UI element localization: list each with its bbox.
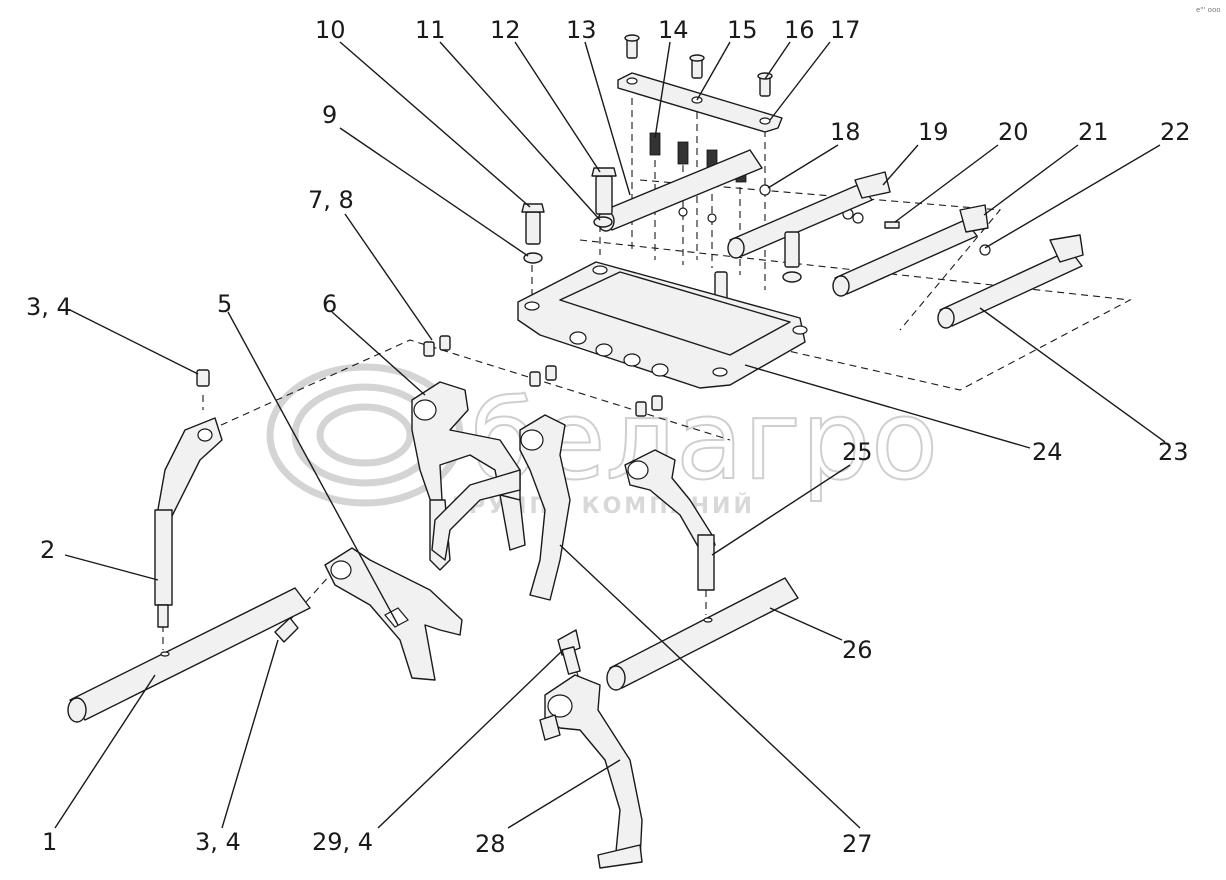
callout-7-8: 7, 8 [308, 186, 354, 214]
callout-12: 12 [490, 16, 521, 44]
callout-26: 26 [842, 636, 873, 664]
callout-5: 5 [217, 290, 232, 318]
callout-11: 11 [415, 16, 446, 44]
shift-lever-left [154, 417, 223, 628]
shift-rods-upper [597, 149, 1084, 329]
retainer-plate [617, 72, 783, 133]
callout-23: 23 [1158, 438, 1189, 466]
callout-10: 10 [315, 16, 346, 44]
callout-13: 13 [566, 16, 597, 44]
callout-14: 14 [658, 16, 689, 44]
callout-15: 15 [727, 16, 758, 44]
callout-20: 20 [998, 118, 1029, 146]
screw-3-4-bottom [274, 617, 299, 643]
shift-lever-25 [624, 449, 716, 591]
callout-22: 22 [1160, 118, 1191, 146]
shift-rod-26 [606, 577, 799, 691]
shift-fork-5 [324, 547, 463, 681]
bolt-29 [557, 629, 581, 675]
callout-1: 1 [42, 828, 57, 856]
callout-18: 18 [830, 118, 861, 146]
callout-27: 27 [842, 830, 873, 858]
corner-mark: е"' ооо [1196, 6, 1221, 14]
watermark: белагро ГРУППА КОМПАНИЙ [266, 363, 939, 519]
shift-fork-27 [431, 414, 571, 601]
watermark-subtitle: ГРУППА КОМПАНИЙ [452, 493, 755, 519]
callout-25: 25 [842, 438, 873, 466]
callout-9: 9 [322, 101, 337, 129]
shift-housing [517, 261, 808, 389]
shift-rod-1 [67, 587, 311, 723]
callout-19: 19 [918, 118, 949, 146]
callout-16: 16 [784, 16, 815, 44]
callout-2: 2 [40, 536, 55, 564]
callout-labels: 1 2 3, 4 3, 4 5 6 7, 8 9 10 11 12 13 14 … [26, 16, 1191, 858]
set-screws [196, 335, 663, 417]
callout-28: 28 [475, 830, 506, 858]
shift-fork-28 [539, 674, 643, 869]
callout-17: 17 [830, 16, 861, 44]
leader-lines [54, 41, 1166, 829]
callout-29-4: 29, 4 [312, 828, 373, 856]
callout-24: 24 [1032, 438, 1063, 466]
callout-6: 6 [322, 290, 337, 318]
callout-3-4-top: 3, 4 [26, 293, 72, 321]
callout-3-4-bottom: 3, 4 [195, 828, 241, 856]
callout-21: 21 [1078, 118, 1109, 146]
